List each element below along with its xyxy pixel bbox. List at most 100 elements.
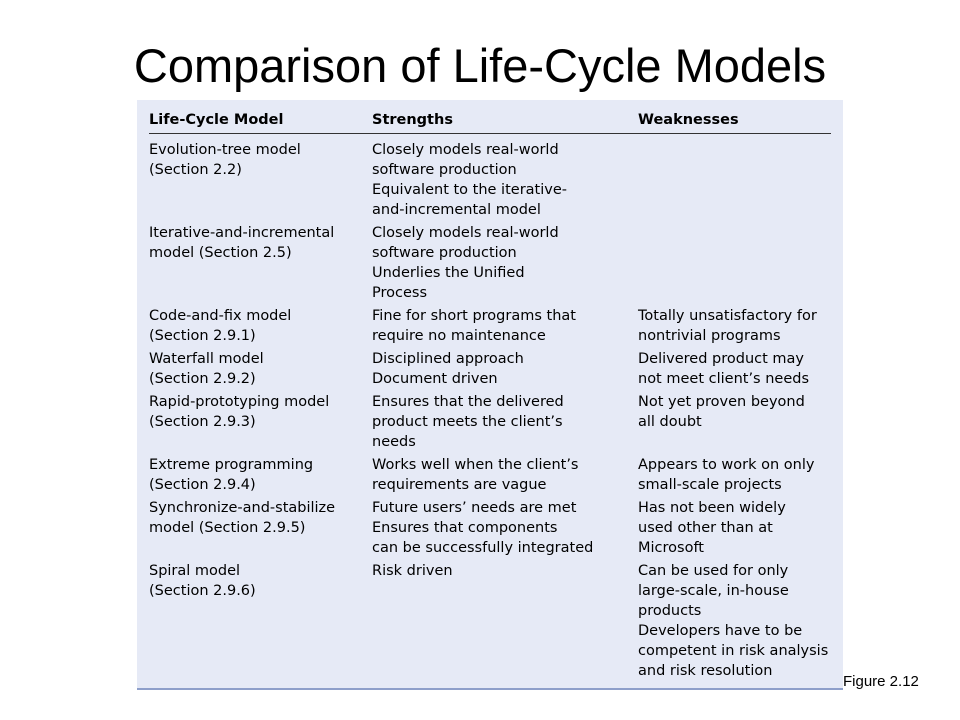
model-line: Extreme programming [149, 457, 314, 473]
model-name: Synchronize-and-stabilize model (Section … [149, 498, 364, 538]
weakness-item: Delivered product may not meet client’s n… [638, 349, 838, 389]
table-body: Evolution-tree model (Section 2.2) Closely… [149, 140, 831, 684]
cell-strengths: Closely models real-world software produc… [372, 140, 632, 220]
table-row: Extreme programming (Section 2.9.4) Works … [149, 455, 831, 498]
strength-item-line: software production [372, 245, 517, 261]
model-line: Code-and-fix model [149, 308, 292, 324]
cell-weaknesses: Can be used for only large-scale, in-hous… [638, 561, 838, 681]
model-line: model (Section 2.5) [149, 245, 292, 261]
weakness-item: Appears to work on only small-scale proje… [638, 455, 838, 495]
strength-item-line: product meets the client’s [372, 414, 563, 430]
model-line: (Section 2.9.1) [149, 328, 256, 344]
strength-item-line: software production [372, 162, 517, 178]
cell-strengths: Ensures that the delivered product meets … [372, 392, 632, 452]
header-life-cycle-model: Life-Cycle Model [149, 112, 284, 128]
cell-model: Synchronize-and-stabilize model (Section … [149, 498, 364, 538]
cell-model: Waterfall model(Section 2.9.2) [149, 349, 364, 389]
table-row: Synchronize-and-stabilize model (Section … [149, 498, 831, 561]
strength-item-line: Document driven [372, 371, 498, 387]
weakness-item-line: competent in risk analysis [638, 643, 829, 659]
weakness-item-line: Has not been widely [638, 500, 786, 516]
weakness-item-line: Delivered product may [638, 351, 804, 367]
cell-weaknesses: Has not been widely used other than at Mic… [638, 498, 838, 558]
weakness-item-line: and risk resolution [638, 663, 773, 679]
strength-item-line: Ensures that the delivered [372, 394, 564, 410]
strength-item-line: Closely models real-world [372, 225, 559, 241]
cell-model: Spiral model (Section 2.9.6) [149, 561, 364, 601]
header-strengths: Strengths [372, 112, 453, 128]
cell-strengths: Risk driven [372, 561, 632, 581]
cell-weaknesses: Delivered product may not meet client’s n… [638, 349, 838, 389]
strength-item-line: Works well when the client’s [372, 457, 579, 473]
model-line: Synchronize-and-stabilize [149, 500, 336, 516]
strength-item-line: and-incremental model [372, 202, 541, 218]
table-row: Spiral model (Section 2.9.6) Risk driven Ca… [149, 561, 831, 684]
model-line: Rapid-prototyping model [149, 394, 330, 410]
header-weaknesses: Weaknesses [638, 112, 739, 128]
table-row: Waterfall model(Section 2.9.2)Discipline… [149, 349, 831, 392]
weakness-item-line: all doubt [638, 414, 702, 430]
strength-item-line: Ensures that components [372, 520, 558, 536]
strength-item-line: Risk driven [372, 563, 453, 579]
strength-item: Closely models real-world software produc… [372, 223, 632, 263]
model-line: model (Section 2.9.5) [149, 520, 306, 536]
weakness-item: Has not been widely used other than at Mic… [638, 498, 838, 558]
figure-label: Figure 2.12 [843, 673, 919, 690]
weakness-item-line: used other than at [638, 520, 773, 536]
model-name: Evolution-tree model (Section 2.2) [149, 140, 364, 180]
table-row: Evolution-tree model (Section 2.2) Closely… [149, 140, 831, 223]
cell-model: Code-and-fix model (Section 2.9.1) [149, 306, 364, 346]
weakness-item-line: nontrivial programs [638, 328, 781, 344]
cell-model: Evolution-tree model (Section 2.2) [149, 140, 364, 180]
cell-model: Extreme programming (Section 2.9.4) [149, 455, 364, 495]
model-name: Waterfall model(Section 2.9.2) [149, 349, 364, 389]
weakness-item-line: small-scale projects [638, 477, 782, 493]
weakness-item-line: Not yet proven beyond [638, 394, 805, 410]
weakness-item-line: Appears to work on only [638, 457, 815, 473]
weakness-item: Can be used for only large-scale, in-hous… [638, 561, 838, 621]
weakness-item-line: Can be used for only [638, 563, 789, 579]
table-row: Rapid-prototyping model (Section 2.9.3) En… [149, 392, 831, 455]
cell-strengths: Closely models real-world software produc… [372, 223, 632, 303]
model-name: Code-and-fix model (Section 2.9.1) [149, 306, 364, 346]
weakness-item-line: Totally unsatisfactory for [638, 308, 817, 324]
strength-item: Risk driven [372, 561, 632, 581]
model-line: (Section 2.9.2) [149, 371, 256, 387]
model-name: Rapid-prototyping model (Section 2.9.3) [149, 392, 364, 432]
model-line: Spiral model [149, 563, 241, 579]
model-line: (Section 2.9.6) [149, 583, 256, 599]
strength-item: Ensures that components can be successful… [372, 518, 632, 558]
weakness-item-line: large-scale, in-house [638, 583, 789, 599]
weakness-item-line: Microsoft [638, 540, 704, 556]
strength-item-line: Equivalent to the iterative- [372, 182, 567, 198]
cell-model: Rapid-prototyping model (Section 2.9.3) [149, 392, 364, 432]
model-line: (Section 2.2) [149, 162, 242, 178]
model-line: (Section 2.9.4) [149, 477, 256, 493]
cell-weaknesses: Totally unsatisfactory for nontrivial pro… [638, 306, 838, 346]
strength-item-line: Closely models real-world [372, 142, 559, 158]
strength-item: Future users’ needs are met [372, 498, 632, 518]
strength-item-line: Fine for short programs that [372, 308, 576, 324]
strength-item: Equivalent to the iterative-and-incremen… [372, 180, 632, 220]
strength-item-line: Disciplined approach [372, 351, 524, 367]
model-line: Evolution-tree model [149, 142, 301, 158]
weakness-item: Not yet proven beyond all doubt [638, 392, 838, 432]
weakness-item-line: not meet client’s needs [638, 371, 810, 387]
strength-item-line: Future users’ needs are met [372, 500, 577, 516]
strength-item-line: can be successfully integrated [372, 540, 594, 556]
model-line: (Section 2.9.3) [149, 414, 256, 430]
cell-weaknesses: Not yet proven beyond all doubt [638, 392, 838, 432]
strength-item: Disciplined approach [372, 349, 632, 369]
strength-item: Closely models real-world software produc… [372, 140, 632, 180]
model-name: Extreme programming (Section 2.9.4) [149, 455, 364, 495]
